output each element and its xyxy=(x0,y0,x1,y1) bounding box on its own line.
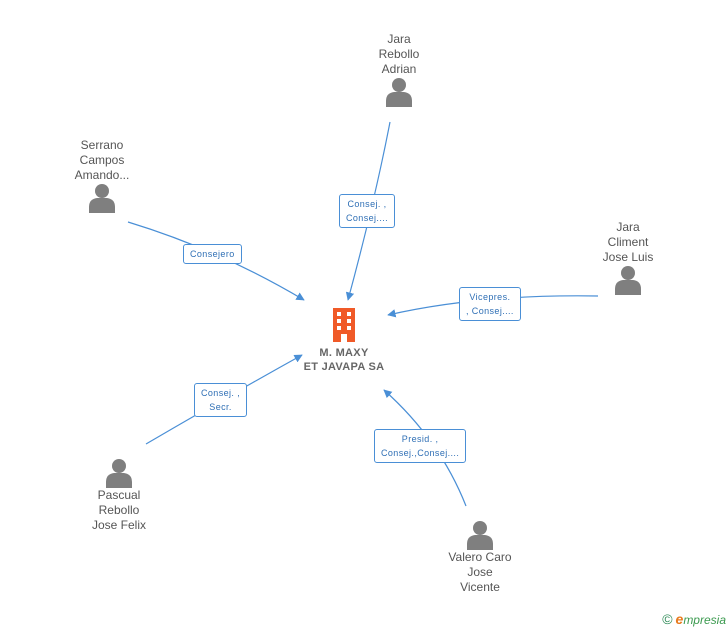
person-icon xyxy=(386,78,412,107)
role-label-valero-caro[interactable]: Presid. , Consej.,Consej.... xyxy=(374,429,467,463)
person-name: Jara Rebollo Adrian xyxy=(378,32,420,76)
building-icon xyxy=(333,308,355,342)
person-icon xyxy=(467,521,493,550)
role-line: Presid. , xyxy=(401,434,439,444)
brand-logo-text: mpresia xyxy=(683,613,726,627)
brand-logo-initial: e xyxy=(675,611,684,627)
footer-brand: ©empresia xyxy=(662,611,726,627)
role-line: Consej.... xyxy=(346,213,389,223)
person-icon xyxy=(89,184,115,213)
role-line: Consej. , xyxy=(347,199,387,209)
person-jara-rebollo[interactable]: Jara Rebollo Adrian xyxy=(339,32,459,111)
role-line: Consej.,Consej.... xyxy=(381,448,460,458)
person-name: Valero Caro Jose Vicente xyxy=(448,550,512,594)
person-valero-caro[interactable]: Valero Caro Jose Vicente xyxy=(420,514,540,595)
role-line: Consej. , xyxy=(201,388,241,398)
role-label-serrano-campos[interactable]: Consejero xyxy=(183,244,242,264)
person-icon xyxy=(106,459,132,488)
person-jara-climent[interactable]: Jara Climent Jose Luis xyxy=(568,220,688,299)
person-name: Serrano Campos Amando... xyxy=(74,138,130,182)
person-pascual-rebollo[interactable]: Pascual Rebollo Jose Felix xyxy=(59,452,179,533)
person-icon xyxy=(615,266,641,295)
role-label-jara-rebollo[interactable]: Consej. , Consej.... xyxy=(339,194,396,228)
role-line: Vicepres. xyxy=(469,292,511,302)
role-label-pascual-rebollo[interactable]: Consej. , Secr. xyxy=(194,383,248,417)
person-serrano-campos[interactable]: Serrano Campos Amando... xyxy=(42,138,162,217)
company-node[interactable]: M. MAXY ET JAVAPA SA xyxy=(274,308,414,374)
role-line: Consejero xyxy=(190,249,235,259)
company-name: M. MAXY ET JAVAPA SA xyxy=(303,347,385,373)
role-line: , Consej.... xyxy=(466,306,514,316)
role-label-jara-climent[interactable]: Vicepres. , Consej.... xyxy=(459,287,521,321)
person-name: Pascual Rebollo Jose Felix xyxy=(91,488,147,532)
person-name: Jara Climent Jose Luis xyxy=(602,220,654,264)
role-line: Secr. xyxy=(209,402,232,412)
copyright-icon: © xyxy=(662,611,673,627)
